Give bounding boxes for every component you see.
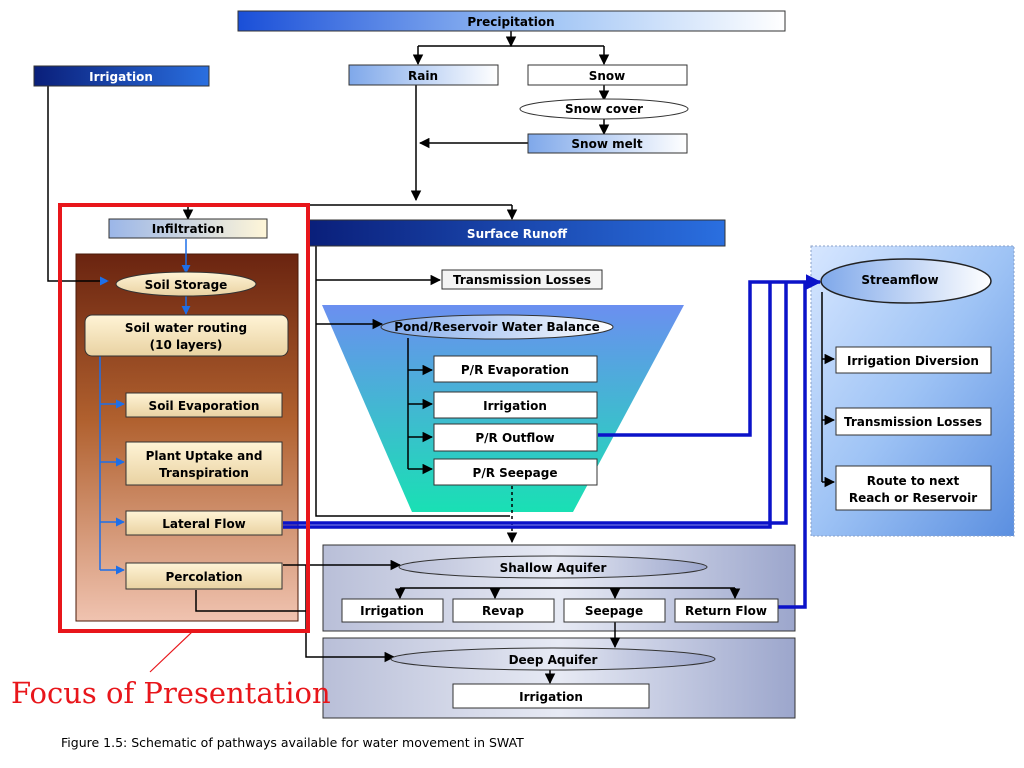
irrigation-diversion-box: [835, 346, 992, 374]
pr-irrigation-box: [433, 391, 598, 419]
plant-uptake-label-2: Transpiration: [159, 466, 249, 480]
return-flow-box: [674, 598, 779, 623]
lateral-to-stream-2: [283, 282, 788, 525]
streamflow-ellipse: [820, 258, 992, 304]
infiltration-label: Infiltration: [152, 222, 224, 236]
shallow-aquifer-label: Shallow Aquifer: [500, 561, 607, 575]
soil-water-routing-label-2: (10 layers): [150, 338, 223, 352]
seepage-label: Seepage: [585, 604, 643, 618]
pr-irrigation-label: Irrigation: [483, 399, 547, 413]
deep-aquifer-label: Deep Aquifer: [509, 653, 598, 667]
precipitation-label: Precipitation: [467, 15, 554, 29]
pr-outflow-box: [433, 423, 598, 452]
snow-melt-label: Snow melt: [571, 137, 642, 151]
irrigation-down: [47, 86, 109, 286]
rain-box: [348, 64, 499, 86]
pond-balance-label: Pond/Reservoir Water Balance: [394, 320, 600, 334]
da-irrigation-label: Irrigation: [519, 690, 583, 704]
snow-melt-box: [527, 133, 688, 154]
soil-storage-label: Soil Storage: [145, 278, 228, 292]
pond-balance-ellipse: [380, 314, 614, 340]
soil-evaporation-label: Soil Evaporation: [149, 399, 260, 413]
streamflow-label: Streamflow: [861, 273, 938, 287]
irrigation-diversion-label: Irrigation Diversion: [847, 354, 979, 368]
surface-runoff-box: [308, 219, 726, 247]
pr-seepage-label: P/R Seepage: [473, 466, 558, 480]
snow-box: [527, 64, 688, 86]
lateral-to-stream: [283, 282, 772, 529]
focus-pointer-line: [149, 631, 193, 673]
soil-evaporation-box: [125, 392, 283, 418]
return-flow-label: Return Flow: [685, 604, 767, 618]
lateral-flow-box: [125, 510, 283, 536]
irrigation-top-label: Irrigation: [89, 70, 153, 84]
snow-label: Snow: [589, 69, 626, 83]
pr-evaporation-box: [433, 355, 598, 383]
deep-aquifer-ellipse: [390, 647, 716, 671]
stream-transmission-losses-label: Transmission Losses: [844, 415, 982, 429]
percolation-box: [125, 562, 283, 590]
precipitation-box: [237, 10, 786, 32]
return-to-stream: [778, 282, 807, 609]
streamflow-lines: [283, 274, 822, 609]
surface-runoff-label: Surface Runoff: [467, 227, 567, 241]
percolation-label: Percolation: [165, 570, 242, 584]
stream-transmission-losses-box: [835, 407, 992, 436]
shallow-aquifer-ellipse: [398, 555, 708, 579]
irrigation-top-box: [33, 65, 210, 87]
pr-evaporation-label: P/R Evaporation: [461, 363, 569, 377]
transmission-losses-box: [441, 269, 603, 290]
revap-label: Revap: [482, 604, 524, 618]
sa-irrigation-box: [341, 598, 444, 623]
da-irrigation-box: [452, 683, 650, 709]
lateral-flow-label: Lateral Flow: [162, 517, 246, 531]
rain-label: Rain: [408, 69, 438, 83]
route-next-box: [835, 465, 992, 511]
pr-outflow-label: P/R Outflow: [475, 431, 554, 445]
soil-water-routing-box: [84, 314, 289, 357]
plant-uptake-label-1: Plant Uptake and: [146, 449, 263, 463]
infiltration-box: [108, 218, 268, 239]
route-next-label-2: Reach or Reservoir: [849, 491, 977, 505]
revap-box: [452, 598, 555, 623]
plant-uptake-box: [125, 441, 283, 486]
pr-seepage-box: [433, 458, 598, 486]
runoff-down: [315, 246, 510, 517]
focus-annotation: Focus of Presentation: [11, 676, 331, 710]
snow-cover-label: Snow cover: [565, 102, 643, 116]
snow-cover-ellipse: [519, 98, 689, 120]
soil-water-routing-label-1: Soil water routing: [125, 321, 247, 335]
transmission-losses-label: Transmission Losses: [453, 273, 591, 287]
seepage-box: [563, 598, 666, 623]
route-next-label-1: Route to next: [867, 474, 960, 488]
focus-highlight-box: [58, 203, 310, 633]
soil-flow-lines: [99, 239, 191, 575]
figure-caption: Figure 1.5: Schematic of pathways availa…: [61, 735, 524, 750]
soil-storage-ellipse: [115, 271, 257, 297]
sa-irrigation-label: Irrigation: [360, 604, 424, 618]
